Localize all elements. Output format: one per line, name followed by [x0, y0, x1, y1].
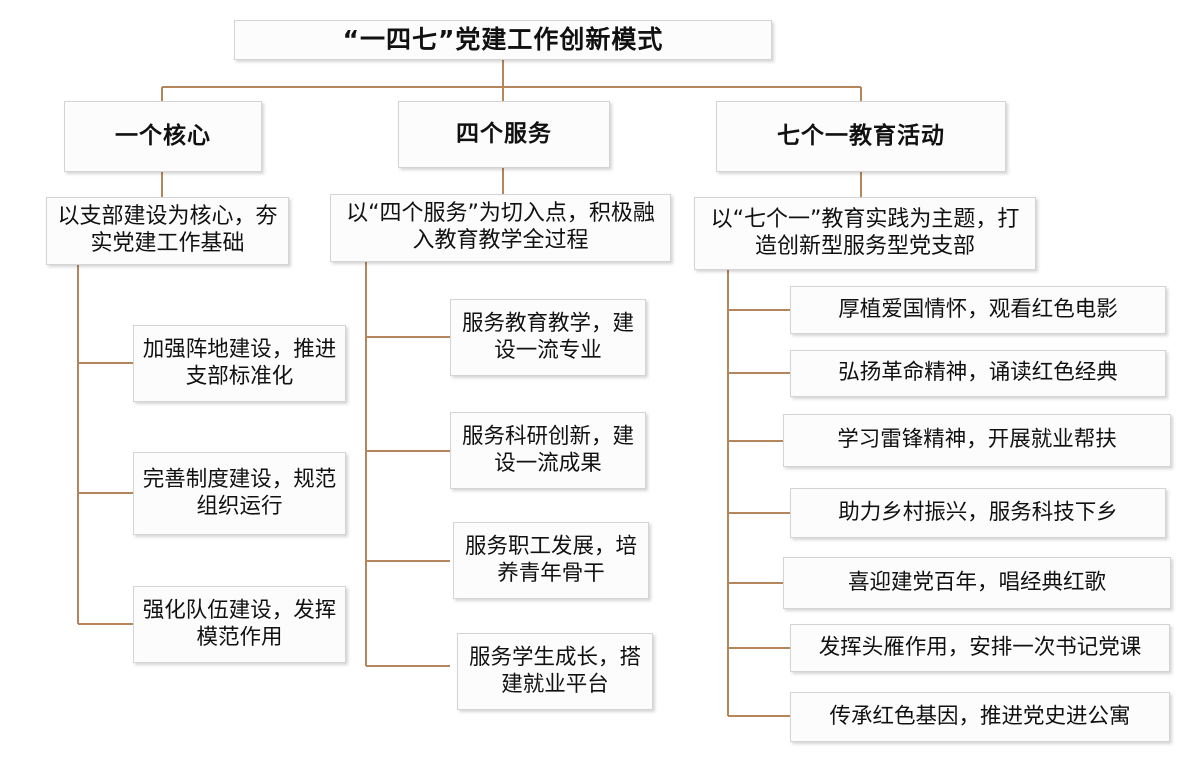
leaf-one-core-1[interactable]: 加强阵地建设，推进支部标准化 [133, 325, 346, 402]
branch-heading-label: 四个服务 [456, 121, 552, 148]
leaf-four-services-4[interactable]: 服务学生成长，搭建就业平台 [457, 633, 653, 710]
leaf-seven-ones-5[interactable]: 喜迎建党百年，唱经典红歌 [783, 557, 1171, 609]
leaf-label: 厚植爱国情怀，观看红色电影 [838, 296, 1118, 322]
leaf-seven-ones-1[interactable]: 厚植爱国情怀，观看红色电影 [790, 286, 1166, 334]
leaf-label: 服务学生成长，搭建就业平台 [468, 645, 641, 697]
branch-heading-four-services[interactable]: 四个服务 [398, 101, 610, 168]
leaf-label: 强化队伍建设，发挥模范作用 [142, 598, 337, 650]
leaf-one-core-2[interactable]: 完善制度建设，规范组织运行 [133, 452, 346, 535]
leaf-label: 助力乡村振兴，服务科技下乡 [838, 499, 1118, 525]
leaf-label: 加强阵地建设，推进支部标准化 [142, 337, 337, 389]
leaf-one-core-3[interactable]: 强化队伍建设，发挥模范作用 [133, 586, 346, 663]
leaf-seven-ones-7[interactable]: 传承红色基因，推进党史进公寓 [790, 692, 1170, 742]
branch-description-seven-ones[interactable]: 以“七个一”教育实践为主题，打造创新型服务型党支部 [694, 197, 1036, 270]
branch-description-label: 以“四个服务”为切入点，积极融入教育教学全过程 [346, 201, 655, 253]
leaf-label: 喜迎建党百年，唱经典红歌 [847, 569, 1106, 595]
leaf-label: 传承红色基因，推进党史进公寓 [829, 703, 1131, 729]
branch-heading-seven-ones[interactable]: 七个一教育活动 [716, 101, 1006, 172]
leaf-seven-ones-3[interactable]: 学习雷锋精神，开展就业帮扶 [783, 414, 1171, 467]
leaf-label: 学习雷锋精神，开展就业帮扶 [837, 427, 1117, 453]
leaf-label: 服务科研创新，建设一流成果 [461, 424, 634, 476]
root-title-node[interactable]: “一四七”党建工作创新模式 [234, 20, 772, 60]
leaf-label: 弘扬革命精神，诵读红色经典 [838, 360, 1118, 386]
leaf-label: 服务职工发展，培养青年骨干 [464, 534, 637, 586]
branch-description-label: 以“七个一”教育实践为主题，打造创新型服务型党支部 [710, 206, 1020, 259]
leaf-four-services-3[interactable]: 服务职工发展，培养青年骨干 [453, 522, 649, 599]
leaf-four-services-2[interactable]: 服务科研创新，建设一流成果 [450, 412, 646, 489]
leaf-seven-ones-2[interactable]: 弘扬革命精神，诵读红色经典 [790, 350, 1166, 397]
branch-description-label: 以支部建设为核心，夯实党建工作基础 [57, 204, 278, 256]
leaf-seven-ones-6[interactable]: 发挥头雁作用，安排一次书记党课 [790, 624, 1170, 672]
branch-description-one-core[interactable]: 以支部建设为核心，夯实党建工作基础 [46, 197, 289, 265]
root-title-label: “一四七”党建工作创新模式 [342, 24, 664, 54]
leaf-label: 服务教育教学，建设一流专业 [461, 311, 634, 363]
leaf-four-services-1[interactable]: 服务教育教学，建设一流专业 [450, 299, 646, 376]
leaf-label: 完善制度建设，规范组织运行 [142, 467, 337, 519]
branch-heading-label: 一个核心 [115, 123, 211, 150]
branch-heading-one-core[interactable]: 一个核心 [64, 101, 262, 172]
branch-description-four-services[interactable]: 以“四个服务”为切入点，积极融入教育教学全过程 [330, 194, 671, 262]
leaf-seven-ones-4[interactable]: 助力乡村振兴，服务科技下乡 [790, 488, 1166, 538]
leaf-label: 发挥头雁作用，安排一次书记党课 [818, 634, 1142, 660]
branch-heading-label: 七个一教育活动 [777, 123, 945, 150]
